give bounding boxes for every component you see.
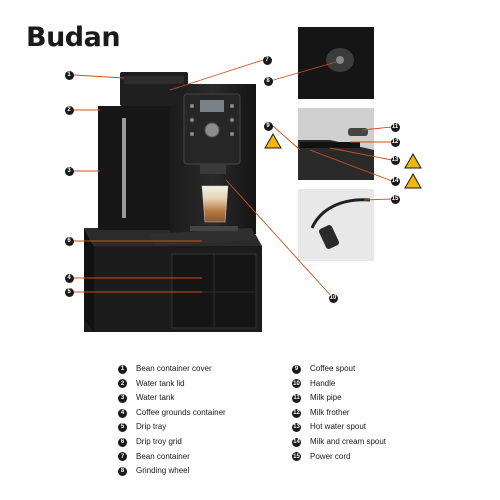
legend-item: 2 Water tank lid bbox=[118, 377, 226, 392]
legend-label: Milk pipe bbox=[310, 393, 342, 403]
callout-4: 4 bbox=[64, 273, 74, 283]
legend-item: 1 Bean container cover bbox=[118, 362, 226, 377]
callout-14: 14 bbox=[390, 176, 400, 186]
callout-10: 10 bbox=[328, 293, 338, 303]
legend-label: Water tank bbox=[136, 393, 175, 403]
callout-1: 1 bbox=[64, 70, 74, 80]
legend-item: 15 Power cord bbox=[292, 450, 386, 465]
legend-number: 1 bbox=[118, 364, 127, 374]
legend-number: 13 bbox=[292, 423, 301, 433]
legend-item: 5 Drip tray bbox=[118, 420, 226, 435]
inset-grinding-wheel bbox=[298, 27, 374, 99]
legend-item: 3 Water tank bbox=[118, 391, 226, 406]
callout-3: 3 bbox=[64, 166, 74, 176]
legend-label: Drip tray bbox=[136, 422, 167, 432]
callout-12: 12 bbox=[390, 137, 400, 147]
legend-label: Handle bbox=[310, 378, 336, 388]
legend-item: 7 Bean container bbox=[118, 450, 226, 465]
legend-label: Water tank lid bbox=[136, 378, 185, 388]
legend-label: Hot water spout bbox=[310, 422, 367, 432]
legend-number: 11 bbox=[292, 393, 301, 403]
legend-item: 6 Drip troy grid bbox=[118, 435, 226, 450]
brand-logo: Budan bbox=[26, 22, 121, 53]
legend-label: Grinding wheel bbox=[136, 466, 190, 476]
legend-number: 6 bbox=[118, 437, 127, 447]
inset-milk-spouts bbox=[298, 108, 374, 180]
legend-number: 4 bbox=[118, 408, 127, 418]
latte-glass bbox=[201, 185, 229, 223]
callout-8: 8 bbox=[263, 76, 273, 86]
legend-number: 14 bbox=[292, 437, 301, 447]
callout-9: 9 bbox=[263, 121, 273, 131]
legend-number: 15 bbox=[292, 452, 301, 462]
legend-label: Bean container cover bbox=[136, 364, 212, 373]
callout-15: 15 bbox=[390, 194, 400, 204]
legend-label: Bean container bbox=[136, 451, 190, 461]
legend-number: 5 bbox=[118, 423, 127, 433]
legend-item: 4 Coffee grounds container bbox=[118, 406, 226, 421]
legend-number: 8 bbox=[118, 466, 127, 476]
legend-label: Power cord bbox=[310, 451, 351, 461]
callout-lines bbox=[73, 59, 393, 299]
hot-surface-warning-icon bbox=[264, 132, 422, 189]
legend-label: Coffee spout bbox=[310, 364, 356, 373]
legend-number: 10 bbox=[292, 379, 301, 389]
legend-item: 8 Grinding wheel bbox=[118, 464, 226, 479]
legend-label: Milk and cream spout bbox=[310, 436, 387, 446]
legend-item: 14 Milk and cream spout bbox=[292, 435, 386, 450]
legend-item: 9 Coffee spout bbox=[292, 362, 386, 377]
callout-13: 13 bbox=[390, 155, 400, 165]
legend-number: 2 bbox=[118, 379, 127, 389]
legend-item: 12 Milk frother bbox=[292, 406, 386, 421]
legend-label: Coffee grounds container bbox=[136, 407, 226, 417]
callout-2: 2 bbox=[64, 105, 74, 115]
callout-7: 7 bbox=[262, 55, 272, 65]
legend-label: Milk frother bbox=[310, 407, 350, 417]
legend-item: 10 Handle bbox=[292, 377, 386, 392]
legend-label: Drip troy grid bbox=[136, 436, 182, 446]
legend-item: 13 Hot water spout bbox=[292, 420, 386, 435]
legend-item: 11 Milk pipe bbox=[292, 391, 386, 406]
callout-5: 5 bbox=[64, 287, 74, 297]
legend-number: 3 bbox=[118, 393, 127, 403]
callout-6: 6 bbox=[64, 236, 74, 246]
machine-body bbox=[98, 72, 256, 246]
legend-number: 7 bbox=[118, 452, 127, 462]
inset-power-cord bbox=[298, 189, 374, 261]
callout-11: 11 bbox=[390, 122, 400, 132]
legend-number: 12 bbox=[292, 408, 301, 418]
legend-number: 9 bbox=[292, 364, 301, 374]
